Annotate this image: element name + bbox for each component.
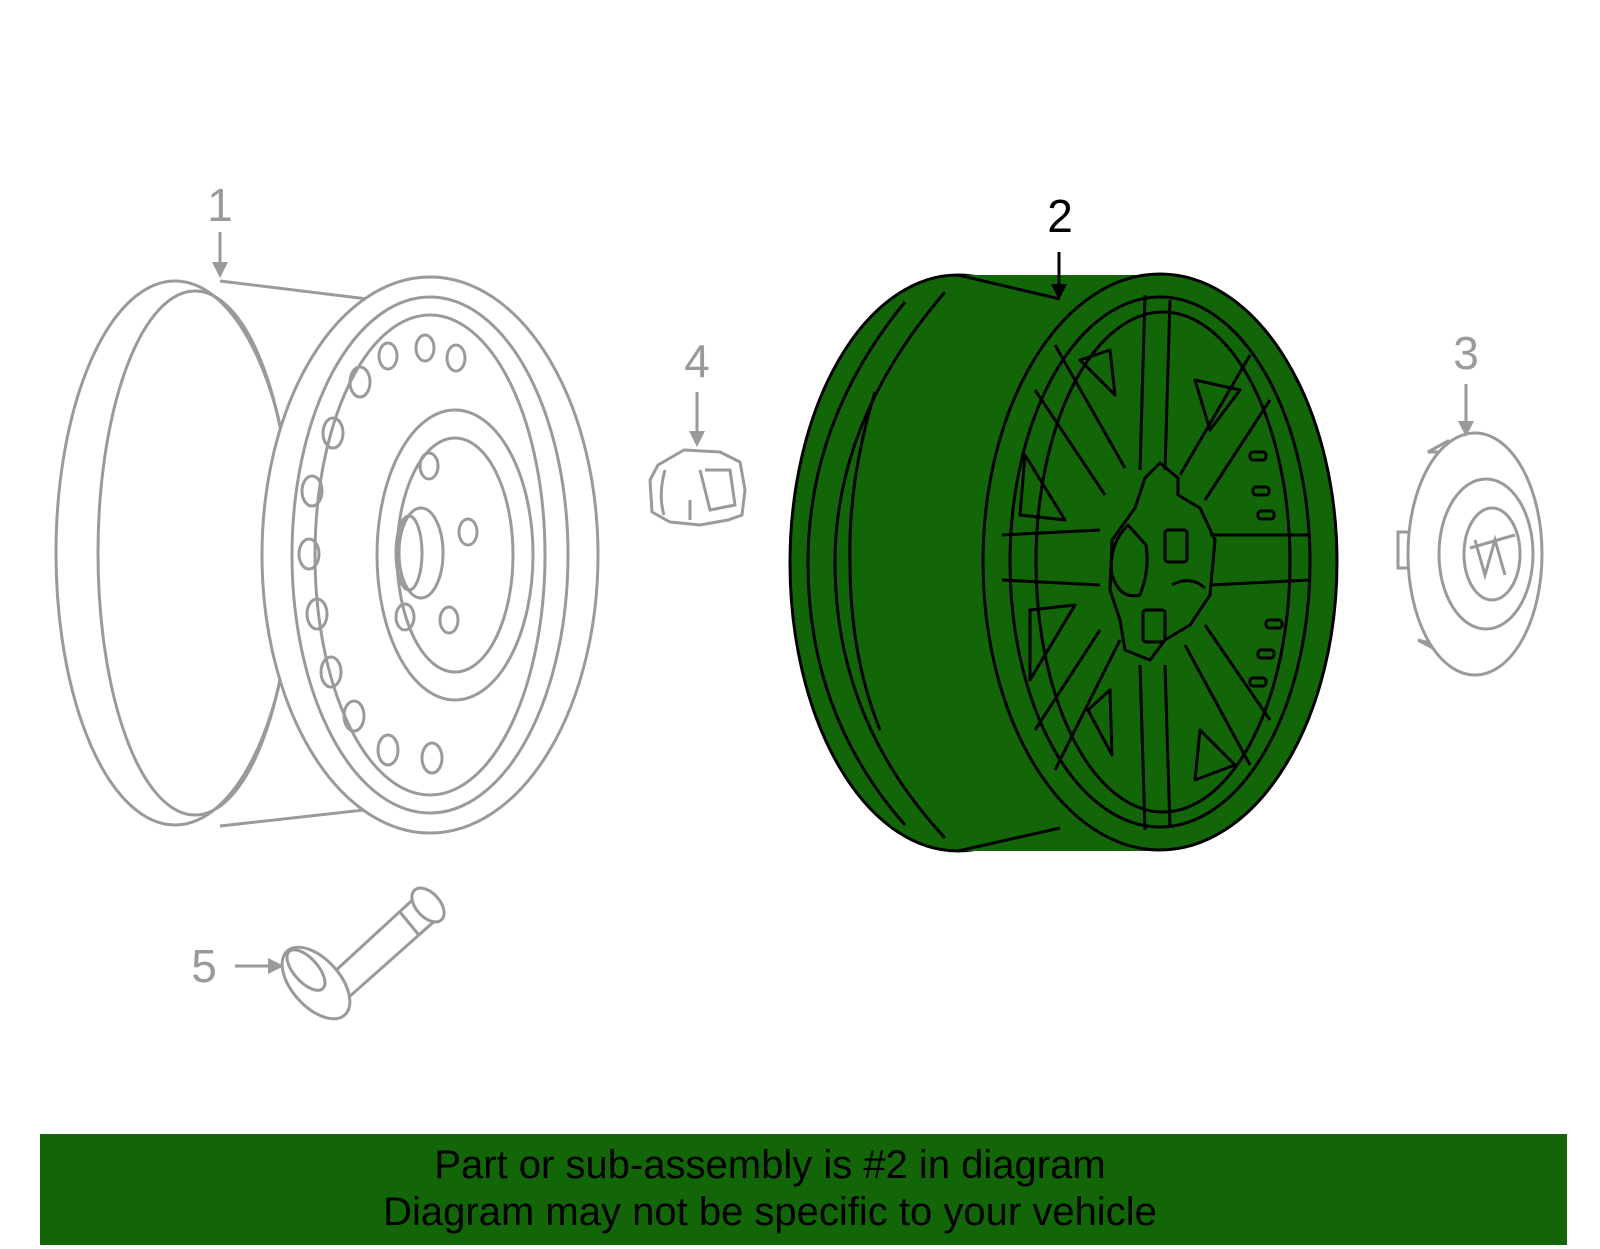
- center-cap-part-3: [1396, 431, 1544, 677]
- steel-wheel-part-1: [54, 275, 600, 835]
- arrow-down-icon: [689, 431, 705, 447]
- arrow-down-icon: [212, 262, 228, 278]
- alloy-wheel-part-2[interactable]: [788, 272, 1339, 853]
- callout-1: 1: [207, 179, 233, 278]
- info-banner: Part or sub-assembly is #2 in diagram Di…: [40, 1134, 1567, 1245]
- banner-background: [40, 1134, 1567, 1245]
- callout-3: 3: [1453, 327, 1479, 437]
- callout-2[interactable]: 2: [1047, 190, 1073, 300]
- lug-nut-cap-part-4: [648, 448, 747, 527]
- callout-5: 5: [191, 940, 284, 992]
- callout-label-3: 3: [1453, 327, 1479, 379]
- arrow-down-icon: [1458, 421, 1474, 437]
- banner-line-2: Diagram may not be specific to your vehi…: [383, 1190, 1157, 1234]
- banner-line-1: Part or sub-assembly is #2 in diagram: [434, 1143, 1106, 1187]
- callout-label-1: 1: [207, 179, 233, 231]
- arrow-right-icon: [268, 958, 284, 974]
- arrow-down-icon: [1051, 284, 1067, 300]
- callout-4: 4: [684, 335, 710, 447]
- valve-stem-part-5: [280, 886, 446, 1021]
- callout-label-5: 5: [191, 940, 217, 992]
- callout-label-2: 2: [1047, 190, 1073, 242]
- callout-label-4: 4: [684, 335, 710, 387]
